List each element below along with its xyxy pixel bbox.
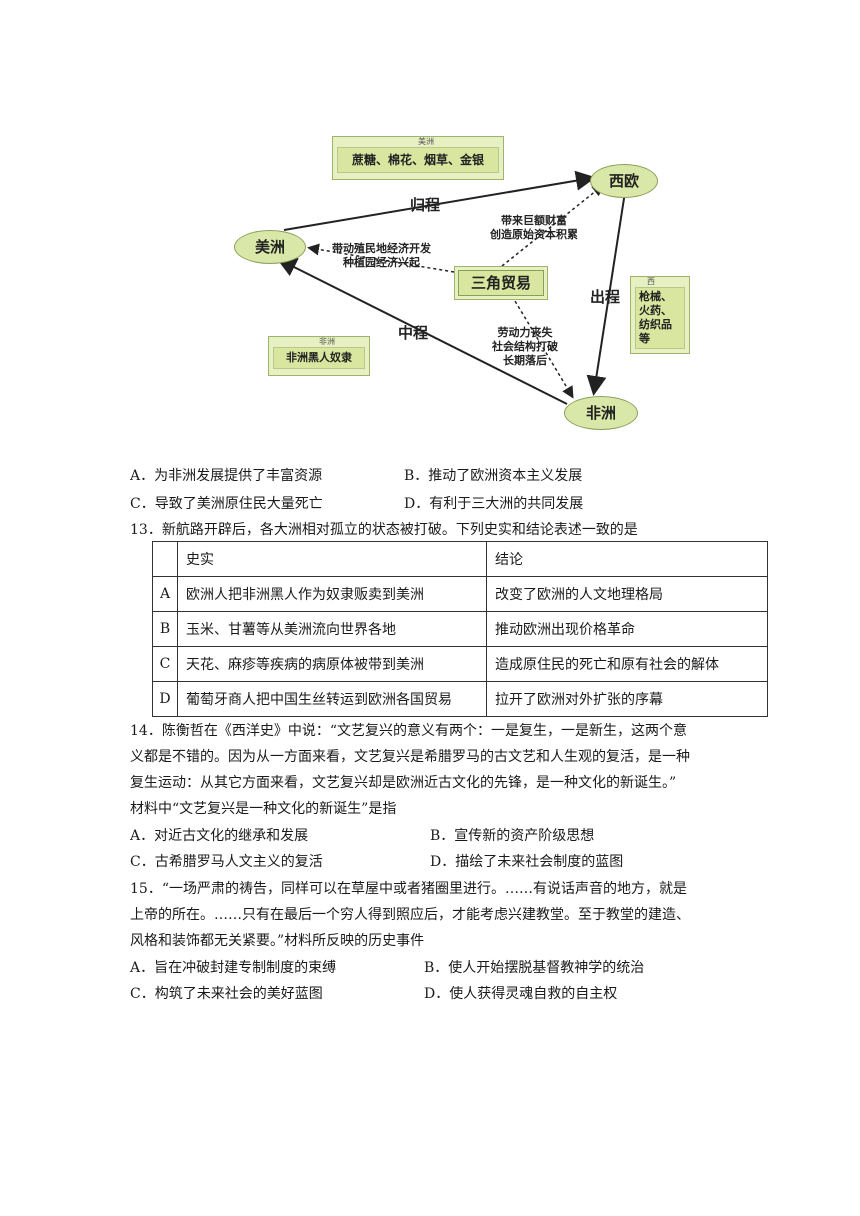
note-line: 带动殖民地经济开发 [332, 242, 431, 255]
q12-option-a: A．为非洲发展提供了丰富资源 [130, 468, 323, 484]
table-header-cell: 史实 [177, 541, 487, 577]
label-outbound: 出程 [590, 288, 621, 306]
table-cell: A [152, 576, 178, 612]
q15-line: 15．“一场严肃的祷告，同样可以在草屋中或者猪圈里进行。……有说话声音的地方，就… [130, 881, 687, 897]
table-cell: 改变了欧洲的人文地理格局 [486, 576, 768, 612]
q12-option-b: B．推动了欧洲资本主义发展 [404, 468, 583, 484]
table-header-cell: 结论 [486, 541, 768, 577]
west-goods-line: 火药、 [639, 304, 672, 317]
note-america: 带动殖民地经济开发 种植园经济兴起 [332, 242, 431, 270]
box-west-goods: 西 枪械、 火药、 纺织品 等 [630, 276, 690, 354]
q15-line: 上帝的所在。……只有在最后一个穷人得到照应后，才能考虑兴建教堂。至于教堂的建造、 [130, 907, 690, 923]
note-line: 社会结构打破 [492, 340, 558, 353]
q14-line: 材料中“文艺复兴是一种文化的新诞生”是指 [130, 801, 397, 817]
arrow-middle [276, 258, 568, 405]
diagram-arrows [276, 170, 626, 405]
q14-option-c: C．古希腊罗马人文主义的复活 [130, 854, 323, 870]
table-cell: 欧洲人把非洲黑人作为奴隶贩卖到美洲 [177, 576, 487, 612]
dash-to-america [307, 243, 455, 273]
node-west-europe: 西欧 [590, 164, 658, 198]
west-goods-line: 枪械、 [639, 290, 672, 303]
center-box: 三角贸易 [454, 266, 548, 300]
table-cell: 天花、麻疹等疾病的病原体被带到美洲 [177, 646, 487, 682]
table-header-row: 史实 结论 [152, 541, 768, 577]
q12-option-d: D．有利于三大洲的共同发展 [404, 496, 584, 512]
q14-line: 复生运动：从其它方面来看，文艺复兴却是欧洲近古文化的先锋，是一种文化的新诞生。” [130, 775, 677, 791]
note-line: 长期落后 [503, 354, 547, 367]
west-goods-line: 纺织品 [639, 318, 672, 331]
q13-table: 史实 结论 A 欧洲人把非洲黑人作为奴隶贩卖到美洲 改变了欧洲的人文地理格局 B… [152, 541, 768, 717]
q15-option-d: D．使人获得灵魂自救的自主权 [424, 986, 618, 1002]
note-africa: 劳动力丧失 社会结构打破 长期落后 [492, 326, 558, 368]
table-row: B 玉米、甘薯等从美洲流向世界各地 推动欧洲出现价格革命 [152, 611, 768, 647]
q15-line: 风格和装饰都无关紧要。”材料所反映的历史事件 [130, 933, 425, 949]
q15-option-a: A．旨在冲破封建专制制度的束缚 [130, 960, 337, 976]
table-cell: C [152, 646, 178, 682]
center-label: 三角贸易 [458, 270, 544, 296]
label-return: 归程 [410, 196, 441, 214]
table-header-cell [152, 541, 178, 577]
box-america-goods: 美洲 蔗糖、棉花、烟草、金银 [332, 136, 504, 180]
arrow-outbound [586, 191, 626, 396]
q14-option-d: D．描绘了未来社会制度的蓝图 [430, 854, 624, 870]
q14-line: 14．陈衡哲在《西洋史》中说：“文艺复兴的意义有两个：一是复生，一是新生，这两个… [130, 723, 687, 739]
table-cell: D [152, 681, 178, 717]
box-africa-body: 非洲黑人奴隶 [273, 347, 365, 369]
table-cell: 葡萄牙商人把中国生丝转运到欧洲各国贸易 [177, 681, 487, 717]
box-america-header: 美洲 [418, 137, 434, 146]
table-row: A 欧洲人把非洲黑人作为奴隶贩卖到美洲 改变了欧洲的人文地理格局 [152, 576, 768, 612]
q14-option-b: B．宣传新的资产阶级思想 [430, 828, 595, 844]
q12-option-c: C．导致了美洲原住民大量死亡 [130, 496, 323, 512]
box-africa-goods: 非洲 非洲黑人奴隶 [268, 336, 370, 376]
table-cell: 玉米、甘薯等从美洲流向世界各地 [177, 611, 487, 647]
q15-option-b: B．使人开始摆脱基督教神学的统治 [424, 960, 645, 976]
box-west-header: 西 [647, 277, 655, 286]
note-line: 劳动力丧失 [497, 326, 553, 339]
table-row: D 葡萄牙商人把中国生丝转运到欧洲各国贸易 拉开了欧洲对外扩张的序幕 [152, 681, 768, 717]
note-line: 创造原始资本积累 [490, 228, 578, 241]
west-goods-line: 等 [639, 332, 650, 345]
node-africa: 非洲 [564, 396, 638, 430]
q14-line: 义都是不错的。因为从一方面来看，文艺复兴是希腊罗马的古文艺和人生观的复活，是一种 [130, 749, 690, 765]
note-europe: 带来巨额财富 创造原始资本积累 [490, 214, 578, 242]
q13-stem: 13．新航路开辟后，各大洲相对孤立的状态被打破。下列史实和结论表述一致的是 [130, 522, 638, 538]
note-line: 种植园经济兴起 [343, 256, 420, 269]
table-cell: 拉开了欧洲对外扩张的序幕 [486, 681, 768, 717]
table-cell: 推动欧洲出现价格革命 [486, 611, 768, 647]
box-west-body: 枪械、 火药、 纺织品 等 [635, 287, 685, 349]
note-line: 带来巨额财富 [501, 214, 567, 227]
q15-option-c: C．构筑了未来社会的美好蓝图 [130, 986, 323, 1002]
arrow-return [283, 170, 596, 231]
triangle-trade-diagram: 西欧 美洲 非洲 三角贸易 归程 中程 出程 美洲 蔗糖、棉花、烟草、金银 西 … [222, 130, 692, 430]
box-america-body: 蔗糖、棉花、烟草、金银 [337, 147, 499, 173]
dash-to-africa [511, 295, 574, 399]
q14-option-a: A．对近古文化的继承和发展 [130, 828, 309, 844]
node-america: 美洲 [234, 230, 306, 264]
table-cell: 造成原住民的死亡和原有社会的解体 [486, 646, 768, 682]
box-africa-header: 非洲 [319, 337, 335, 346]
table-row: C 天花、麻疹等疾病的病原体被带到美洲 造成原住民的死亡和原有社会的解体 [152, 646, 768, 682]
label-middle: 中程 [398, 324, 429, 342]
table-cell: B [152, 611, 178, 647]
